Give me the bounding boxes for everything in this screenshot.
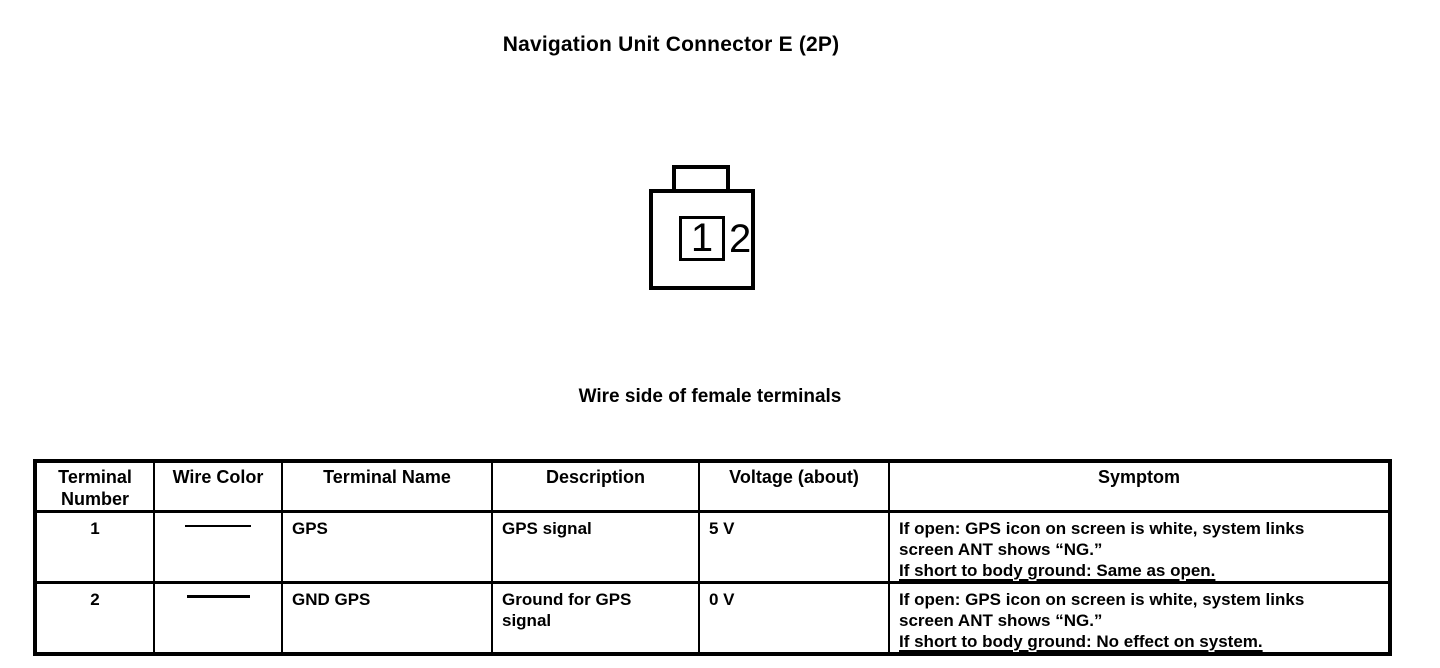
voltage-cell: 5 V (698, 510, 890, 584)
symptom-line: If short to body ground: No effect on sy… (899, 632, 1263, 651)
symptom-cell: If open: GPS icon on screen is white, sy… (888, 581, 1391, 656)
header-description: Description (491, 459, 700, 513)
wire-color-cell (153, 510, 283, 584)
description-cell: Ground for GPS signal (491, 581, 700, 656)
description-cell: GPS signal (491, 510, 700, 584)
table-header-row: Terminal Number Wire Color Terminal Name… (34, 459, 1391, 513)
symptom-cell: If open: GPS icon on screen is white, sy… (888, 510, 1391, 584)
symptom-line: If open: GPS icon on screen is white, sy… (899, 519, 1305, 538)
connector-body: 1 2 (649, 189, 755, 290)
description-line: Ground for GPS (502, 590, 632, 609)
symptom-line: screen ANT shows “NG.” (899, 611, 1103, 630)
header-terminal-name: Terminal Name (281, 459, 493, 513)
dash-line-icon (186, 595, 250, 598)
terminal-name-cell: GPS (281, 510, 493, 584)
terminal-name-cell: GND GPS (281, 581, 493, 656)
table-row-terminal-2: 2 GND GPS Ground for GPS signal 0 V If o… (34, 581, 1391, 656)
header-terminal-number: Terminal Number (34, 459, 155, 513)
description-line: GPS signal (502, 519, 592, 538)
terminal-table: Terminal Number Wire Color Terminal Name… (33, 459, 1392, 656)
connector-lock-tab (672, 165, 730, 189)
symptom-line: screen ANT shows “NG.” (899, 540, 1103, 559)
symptom-line: If open: GPS icon on screen is white, sy… (899, 590, 1305, 609)
terminal-number-cell: 2 (34, 581, 155, 656)
voltage-cell: 0 V (698, 581, 890, 656)
diagram-caption: Wire side of female terminals (578, 386, 842, 407)
terminal-number-cell: 1 (34, 510, 155, 584)
description-line: signal (502, 611, 552, 630)
page-title: Navigation Unit Connector E (2P) (502, 33, 840, 56)
symptom-line: If short to body ground: Same as open. (899, 561, 1216, 580)
wire-color-cell (153, 581, 283, 656)
connector-diagram: 1 2 (649, 165, 755, 290)
dash-line-icon (185, 525, 251, 527)
pin-1-cavity: 1 (679, 216, 725, 261)
pin-2-label: 2 (729, 217, 752, 261)
header-symptom: Symptom (888, 459, 1391, 513)
header-voltage: Voltage (about) (698, 459, 890, 513)
table-row-terminal-1: 1 GPS GPS signal 5 V If open: GPS icon o… (34, 510, 1391, 584)
header-wire-color: Wire Color (153, 459, 283, 513)
